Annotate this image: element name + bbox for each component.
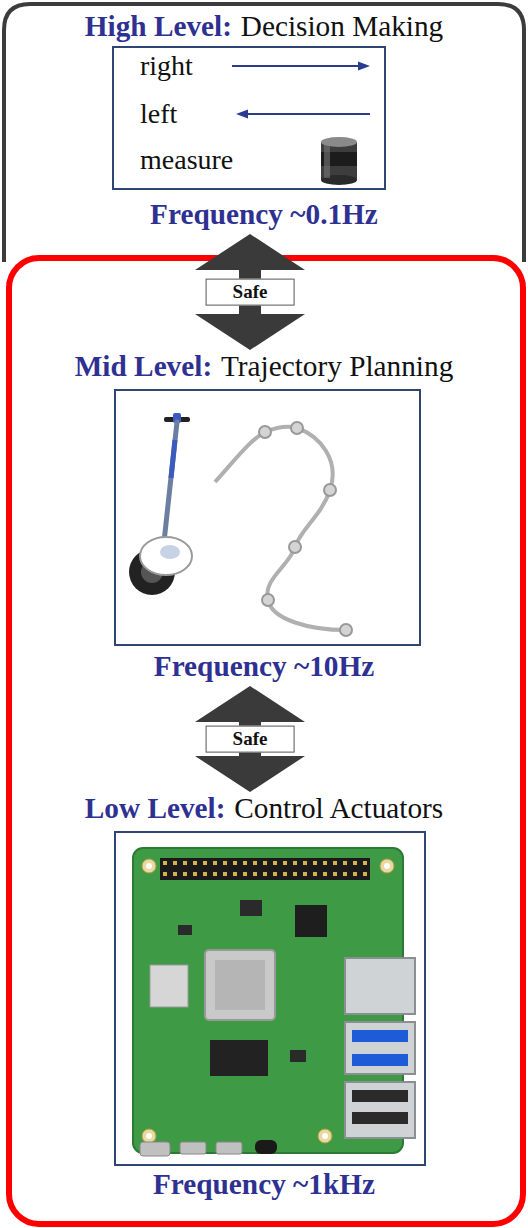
raspberry-pi-board [255,1140,277,1154]
raspberry-pi-board [205,950,275,1020]
raspberry-pi-board [146,1133,152,1139]
level-title: Trajectory Planning [221,350,453,382]
lidar-icon [321,137,357,147]
raspberry-pi-board [215,960,265,1010]
segway-icon [171,440,175,478]
actuator-level: Low Level:Control ActuatorsFrequency ~1k… [10,792,518,1204]
trajectory-curve [340,624,352,636]
raspberry-pi-board [290,1050,306,1062]
frequency-row: Frequency ~10Hz [10,650,518,684]
double-arrow [195,234,305,350]
raspberry-pi-board [150,965,188,1007]
segway-icon [129,413,192,595]
action-box: right left measure [112,46,386,190]
raspberry-pi-board [352,1030,408,1042]
left-arrow-icon [244,113,370,115]
safe-tag: Safe [206,279,295,306]
double-arrow [195,686,305,792]
raspberry-pi-board [345,958,415,1014]
raspberry-pi-board [146,863,152,869]
action-row: left [140,98,177,130]
raspberry-pi-board [180,1142,206,1154]
raspberry-pi-board [210,1040,268,1076]
action-label: right [140,50,193,81]
level-name: Mid Level: [75,350,212,382]
right-arrow-icon [232,65,362,67]
trajectory-curve [291,422,303,434]
lidar-icon [324,144,330,178]
lidar-icon [321,142,357,180]
trajectory-curve [215,427,346,630]
raspberry-pi-board [178,925,192,935]
level-heading: High Level: Decision Making [10,10,518,44]
picture-frame [115,390,420,645]
left-arrow-icon [236,110,248,119]
right-arrow-icon [358,62,370,71]
raspberry-pi-board [142,859,156,873]
frequency-row: Frequency ~1kHz [10,1168,518,1202]
raspberry-pi-board [352,1112,408,1124]
raspberry-pi-board [345,1022,415,1074]
raspberry-pi-board [318,1129,332,1143]
raspberry-pi-board [352,1054,408,1066]
segway-icon [160,545,180,559]
raspberry-pi-board [216,1142,242,1154]
trajectory-curve [289,541,301,553]
raspberry-pi-board [345,1082,415,1138]
safe-tag: Safe [206,726,295,753]
level-title: Decision Making [241,10,444,42]
raspberry-pi-board [295,905,327,937]
raspberry-pi-board [322,1133,328,1139]
right-arrow-icon [232,62,370,71]
raspberry-pi-board [160,858,370,880]
frequency-label: Frequency ~10Hz [154,650,374,682]
action-row: right [140,50,193,82]
level-heading: Mid Level: Trajectory Planning [10,350,518,384]
action-row: measure [140,144,233,176]
raspberry-pi-board [380,859,394,873]
raspberry-pi-board [133,848,415,1156]
segway-icon [164,422,177,542]
trajectory-curve [262,594,274,606]
frequency-label: Frequency ~0.1Hz [150,198,378,230]
raspberry-pi-board [142,1129,156,1143]
raspberry-pi-board [140,1142,170,1156]
frequency-label: Frequency ~1kHz [153,1168,375,1200]
high-level-frame [4,4,524,262]
decision-level: right left measure High Level: Decision Maki… [10,6,518,234]
trajectory-curve [215,422,352,636]
action-label: left [140,98,177,129]
raspberry-pi-board [160,858,370,880]
action-label: measure [140,144,233,175]
left-arrow-icon [236,110,370,119]
raspberry-pi-board [240,900,262,916]
planning-level: Mid Level: Trajectory PlanningFrequency ~… [10,350,518,686]
level-title: Control Actuators [234,792,443,824]
raspberry-pi-board [384,863,390,869]
picture-frame [115,832,425,1165]
frequency-row: Frequency ~0.1Hz [10,198,518,232]
level-name: Low Level: [85,792,226,824]
level-name: High Level: [85,10,232,42]
trajectory-curve [324,484,336,496]
level-heading: Low Level:Control Actuators [10,792,518,826]
segway-icon [140,537,192,575]
edge-label: Safe [233,281,268,302]
safety-frame [9,258,523,1224]
trajectory-curve [259,426,271,438]
lidar-icon [321,137,357,185]
raspberry-pi-board [352,1090,408,1102]
edge-label: Safe [233,728,268,749]
